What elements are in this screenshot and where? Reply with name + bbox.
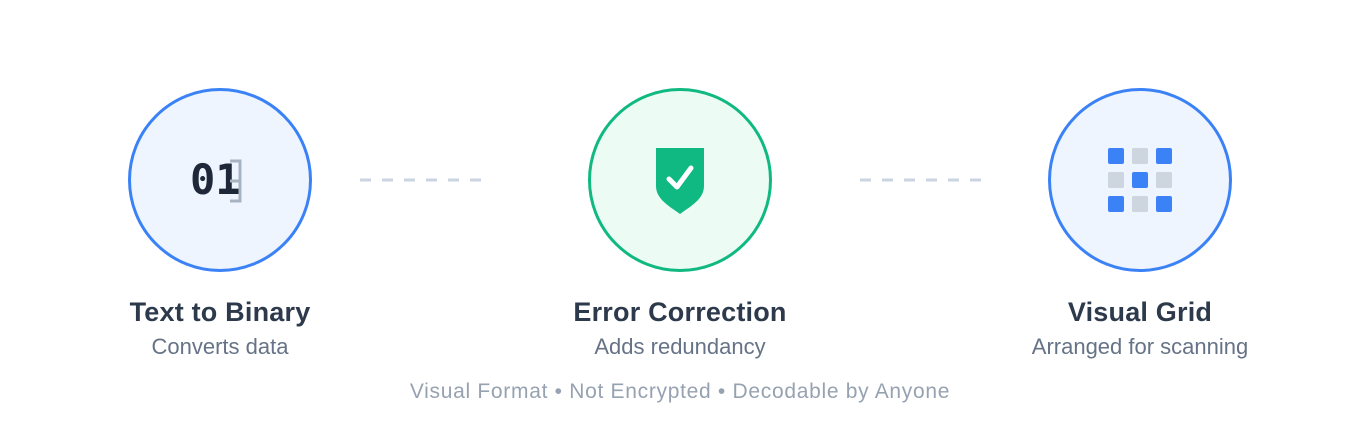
step-title: Text to Binary	[129, 297, 311, 327]
step-subtitle: Adds redundancy	[594, 334, 766, 359]
step-title: Visual Grid	[1067, 297, 1213, 327]
step-text-to-binary: 01 Text to Binary Converts data	[70, 88, 370, 361]
step-subtitle: Converts data	[151, 334, 289, 359]
footer-caption: Visual Format • Not Encrypted • Decodabl…	[409, 380, 951, 403]
connector-line	[360, 178, 492, 182]
step-circle: 01	[128, 88, 312, 272]
step-circle	[1048, 88, 1232, 272]
step-error-correction: Error Correction Adds redundancy	[530, 88, 830, 361]
step-title: Error Correction	[573, 297, 787, 327]
step-subtitle: Arranged for scanning	[1031, 334, 1249, 359]
step-circle	[588, 88, 772, 272]
binary-icon: 01	[180, 150, 260, 210]
grid-icon	[1108, 148, 1172, 212]
bracket-icon	[230, 159, 242, 203]
shield-check-icon	[656, 148, 704, 214]
step-visual-grid: Visual Grid Arranged for scanning	[990, 88, 1290, 361]
connector-line	[860, 178, 992, 182]
